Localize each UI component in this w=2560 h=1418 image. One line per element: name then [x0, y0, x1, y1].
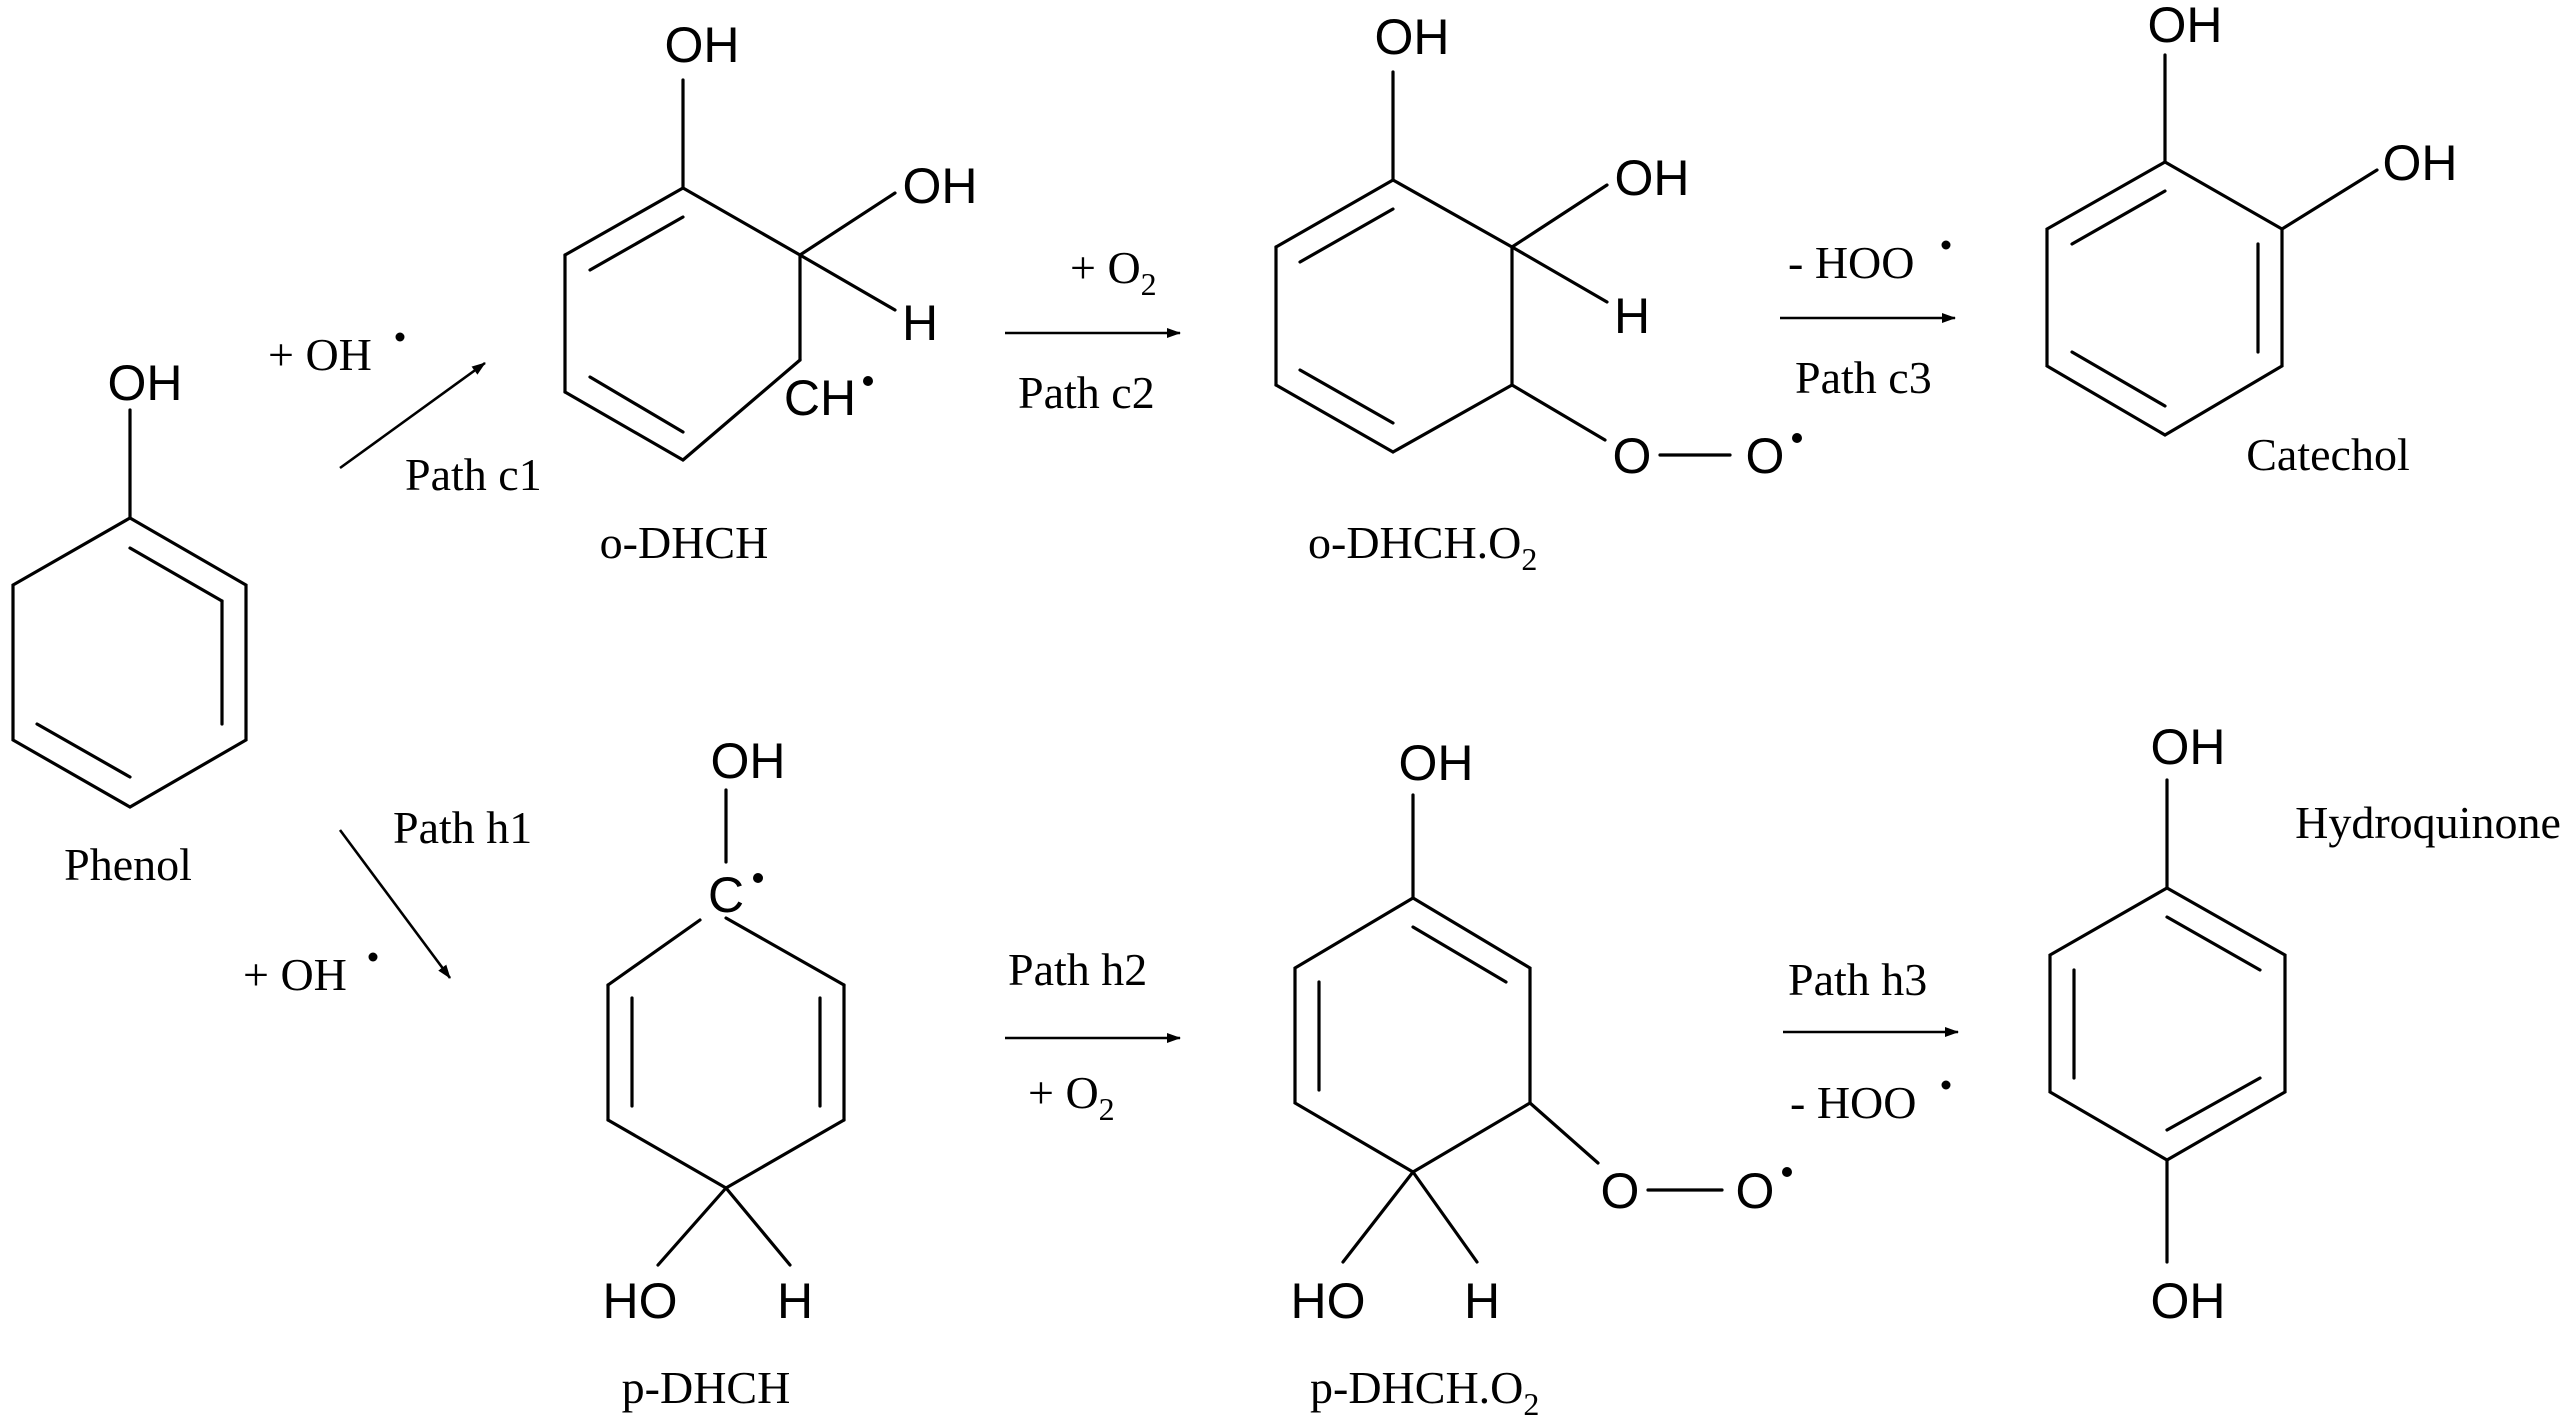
phenol-structure: OH Phenol: [11, 355, 248, 890]
hydroquinone-oh-bottom: OH: [2151, 1273, 2226, 1329]
condition-plus-o2-c2: + O2: [1070, 242, 1157, 302]
p-dhch-o2-h: H: [1464, 1273, 1500, 1329]
arrow-path-h2: Path h2 + O2: [1005, 944, 1181, 1127]
arrow-path-c3: - HOO Path c3: [1780, 237, 1956, 403]
radical-dot: [395, 332, 405, 342]
arrow-path-h1: Path h1 + OH: [243, 802, 532, 1000]
p-dhch-structure: OH C HO H p-DHCH: [603, 733, 846, 1413]
condition-plus-oh-h1: + OH: [243, 949, 347, 1000]
phenol-name: Phenol: [64, 839, 192, 890]
p-dhch-o2-name: p-DHCH.O2: [1310, 1362, 1539, 1418]
p-dhch-ho: HO: [603, 1273, 678, 1329]
p-dhch-o2-o2: O: [1736, 1163, 1775, 1219]
p-dhch-o2-ho: HO: [1291, 1273, 1366, 1329]
p-dhch-o2-oh-top: OH: [1399, 735, 1474, 791]
o-dhch-o2-o1: O: [1613, 428, 1652, 484]
radical-dot: [368, 952, 378, 962]
radical-dot: [1941, 1080, 1951, 1090]
label-path-h1: Path h1: [393, 802, 532, 853]
radical-dot: [753, 873, 763, 883]
label-path-h3: Path h3: [1788, 954, 1927, 1005]
catechol-oh-side: OH: [2383, 135, 2458, 191]
condition-minus-hoo-c3: - HOO: [1788, 237, 1914, 288]
radical-dot: [1941, 240, 1951, 250]
o-dhch-structure: OH OH H CH o-DHCH: [563, 17, 978, 568]
condition-minus-hoo-h3: - HOO: [1790, 1077, 1916, 1128]
condition-plus-oh-c1: + OH: [268, 329, 372, 380]
o-dhch-o2-oh-side: OH: [1615, 150, 1690, 206]
arrow-path-c2: + O2 Path c2: [1005, 242, 1181, 418]
catechol-name: Catechol: [2246, 429, 2410, 480]
hydroquinone-structure: OH OH Hydroquinone: [2048, 719, 2560, 1329]
condition-plus-o2-h2: + O2: [1028, 1067, 1115, 1127]
o-dhch-h: H: [902, 295, 938, 351]
catechol-structure: OH OH Catechol: [2045, 0, 2458, 480]
label-path-c1: Path c1: [405, 449, 542, 500]
o-dhch-oh-top: OH: [665, 17, 740, 73]
o-dhch-o2-structure: OH OH H O O o-DHCH.O2: [1274, 9, 1802, 577]
o-dhch-ch-radical: CH: [784, 370, 856, 426]
p-dhch-name: p-DHCH: [622, 1362, 791, 1413]
o-dhch-o2-h: H: [1614, 288, 1650, 344]
hydroquinone-name: Hydroquinone: [2295, 797, 2560, 848]
hydroquinone-oh-top: OH: [2151, 719, 2226, 775]
o-dhch-o2-name: o-DHCH.O2: [1308, 517, 1537, 577]
catechol-oh-top: OH: [2148, 0, 2223, 53]
label-path-c2: Path c2: [1018, 367, 1155, 418]
radical-dot: [863, 376, 873, 386]
o-dhch-name: o-DHCH: [600, 517, 769, 568]
radical-dot: [1782, 1167, 1792, 1177]
label-path-c3: Path c3: [1795, 352, 1932, 403]
p-dhch-c-radical: C: [708, 867, 744, 923]
radical-dot: [1792, 433, 1802, 443]
o-dhch-o2-oh-top: OH: [1375, 9, 1450, 65]
o-dhch-o2-o2: O: [1746, 428, 1785, 484]
label-path-h2: Path h2: [1008, 944, 1147, 995]
p-dhch-o2-o1: O: [1601, 1163, 1640, 1219]
arrow-path-c1: + OH Path c1: [268, 329, 542, 500]
arrow-path-h3: Path h3 - HOO: [1783, 954, 1959, 1128]
p-dhch-oh-top: OH: [711, 733, 786, 789]
phenol-oh-label: OH: [108, 355, 183, 411]
o-dhch-oh-side: OH: [903, 158, 978, 214]
p-dhch-o2-structure: OH HO H O O p-DHCH.O2: [1291, 735, 1792, 1418]
p-dhch-h: H: [777, 1273, 813, 1329]
